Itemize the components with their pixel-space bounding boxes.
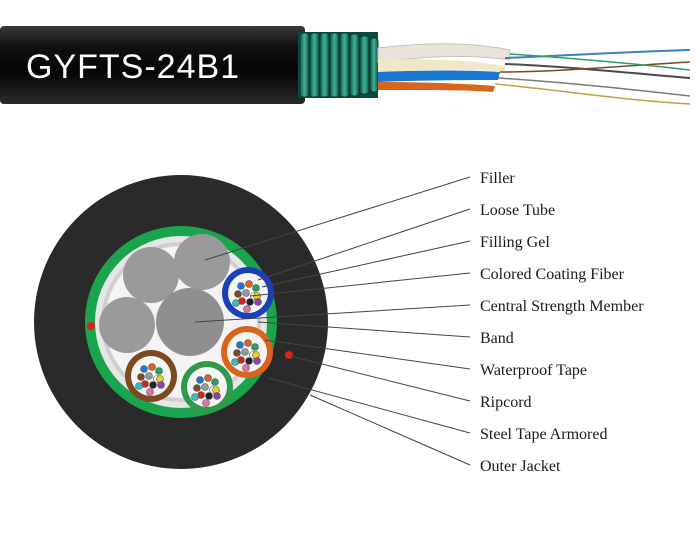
leader-line-loose-tube xyxy=(257,208,471,281)
filler-2 xyxy=(174,234,230,290)
label-filler: Filler xyxy=(480,170,515,187)
leader-line-filling-gel xyxy=(261,240,471,288)
label-steel-tape-armored: Steel Tape Armored xyxy=(480,426,607,443)
leader-line-filler xyxy=(204,176,471,261)
leader-line-central-strength-member xyxy=(194,304,471,323)
filler-3 xyxy=(99,297,155,353)
label-filling-gel: Filling Gel xyxy=(480,234,550,251)
leader-line-waterproof-tape xyxy=(264,339,471,370)
leader-lines xyxy=(194,176,471,466)
component-labels: Filler Loose Tube Filling Gel Colored Co… xyxy=(480,170,644,475)
exposed-fibers-side xyxy=(377,43,691,105)
loose-tube-blue xyxy=(222,267,274,319)
loose-tube-green xyxy=(181,361,233,413)
label-waterproof-tape: Waterproof Tape xyxy=(480,362,587,379)
cable-model-label: GYFTS-24B1 xyxy=(26,48,240,86)
label-ripcord: Ripcord xyxy=(480,394,532,411)
loose-tube-brown xyxy=(125,350,177,402)
cable-cross-section xyxy=(34,175,328,469)
label-central-strength-member: Central Strength Member xyxy=(480,298,644,315)
steel-armor-side xyxy=(298,32,379,98)
cable-side-view: GYFTS-24B1 xyxy=(0,26,691,105)
filler-1 xyxy=(123,247,179,303)
ripcord-right xyxy=(285,351,293,359)
label-colored-coating-fiber: Colored Coating Fiber xyxy=(480,266,625,283)
leader-line-ripcord xyxy=(289,355,471,402)
label-band: Band xyxy=(480,330,514,347)
leader-line-band xyxy=(257,321,471,338)
label-loose-tube: Loose Tube xyxy=(480,202,555,219)
label-outer-jacket: Outer Jacket xyxy=(480,458,561,475)
cable-outer-jacket-side xyxy=(0,26,305,104)
leader-line-steel-tape-armored xyxy=(267,377,471,434)
loose-tube-orange xyxy=(221,326,273,378)
central-strength-member xyxy=(156,288,224,356)
ripcord-left xyxy=(87,322,95,330)
leader-line-colored-coating-fiber xyxy=(249,272,471,297)
leader-line-outer-jacket xyxy=(309,394,471,466)
